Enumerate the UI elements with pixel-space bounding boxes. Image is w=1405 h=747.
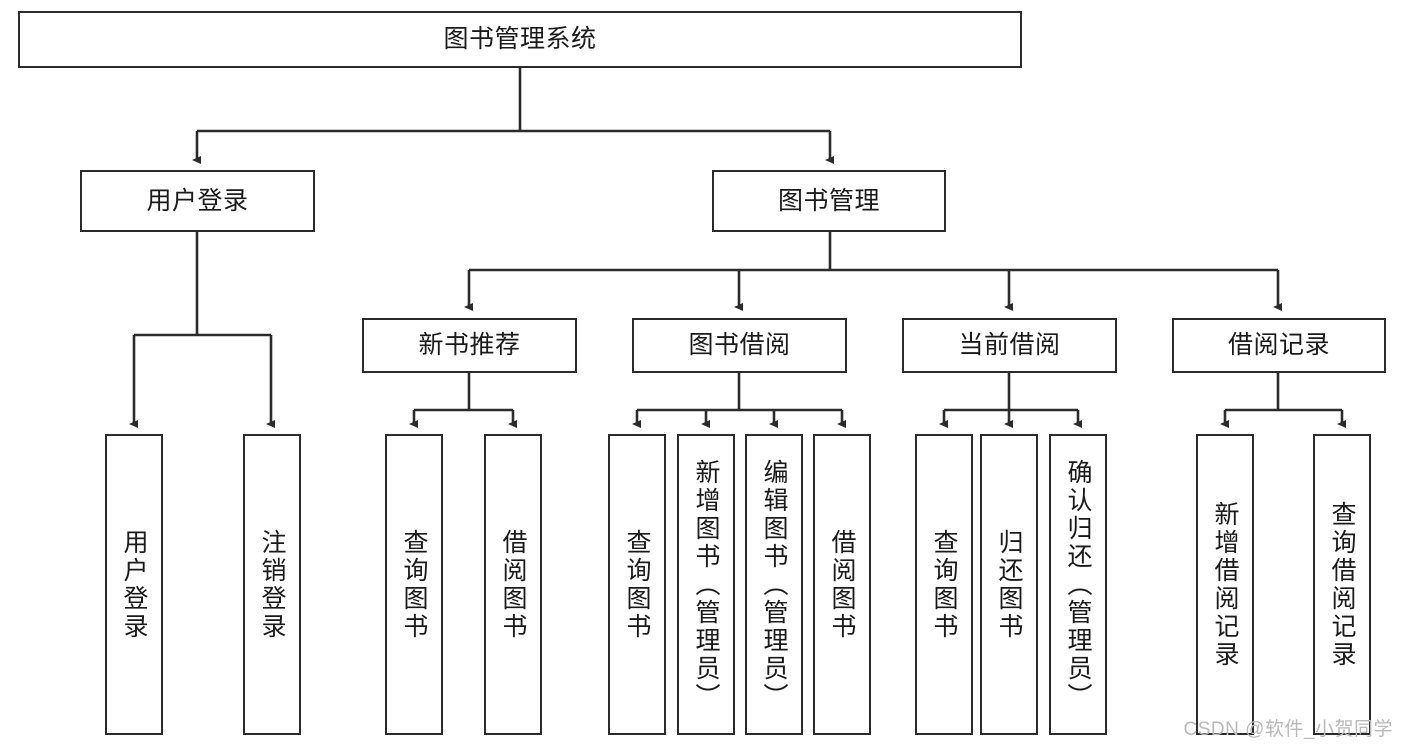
node-label: 新增图书（管理员）	[692, 458, 720, 711]
leaf-logout[interactable]: 注销登录	[243, 434, 301, 735]
csdn-watermark: CSDN @软件_小贺同学	[1183, 719, 1393, 740]
node-new-book-recommendation[interactable]: 新书推荐	[362, 318, 577, 373]
leaf-edit-book-admin[interactable]: 编辑图书（管理员）	[745, 434, 803, 735]
node-label: 归还图书	[995, 528, 1023, 641]
node-label: 注销登录	[258, 528, 286, 641]
node-current-borrowing[interactable]: 当前借阅	[902, 318, 1117, 373]
node-label: 借阅图书	[828, 528, 856, 641]
node-label: 新书推荐	[418, 331, 521, 359]
node-user-login[interactable]: 用户登录	[80, 170, 315, 232]
leaf-query-books-current[interactable]: 查询图书	[915, 434, 973, 735]
node-label: 用户登录	[120, 528, 148, 641]
leaf-query-books-recommendation[interactable]: 查询图书	[385, 434, 443, 735]
node-borrowing-records[interactable]: 借阅记录	[1172, 318, 1386, 373]
node-label: 图书管理	[777, 186, 880, 215]
leaf-borrow-books-borrowing[interactable]: 借阅图书	[813, 434, 871, 735]
node-label: 借阅图书	[499, 528, 527, 641]
node-label: 图书管理系统	[443, 25, 597, 53]
leaf-query-borrowing-record[interactable]: 查询借阅记录	[1313, 434, 1371, 735]
node-label: 查询图书	[400, 528, 428, 641]
leaf-user-login[interactable]: 用户登录	[105, 434, 163, 735]
node-label: 查询图书	[930, 528, 958, 641]
leaf-return-books[interactable]: 归还图书	[980, 434, 1038, 735]
node-label: 查询借阅记录	[1328, 500, 1356, 669]
node-book-borrowing[interactable]: 图书借阅	[632, 318, 847, 373]
node-root-system[interactable]: 图书管理系统	[18, 11, 1022, 68]
node-label: 图书借阅	[688, 331, 791, 359]
leaf-borrow-books-recommendation[interactable]: 借阅图书	[484, 434, 542, 735]
node-label: 当前借阅	[958, 331, 1061, 359]
leaf-query-books-borrowing[interactable]: 查询图书	[608, 434, 666, 735]
node-label: 确认归还（管理员）	[1064, 458, 1092, 711]
node-label: 用户登录	[146, 186, 249, 215]
node-label: 编辑图书（管理员）	[760, 458, 788, 711]
leaf-add-book-admin[interactable]: 新增图书（管理员）	[677, 434, 735, 735]
node-book-management[interactable]: 图书管理	[712, 170, 946, 232]
leaf-confirm-return-admin[interactable]: 确认归还（管理员）	[1049, 434, 1107, 735]
node-label: 借阅记录	[1227, 331, 1330, 359]
leaf-add-borrowing-record[interactable]: 新增借阅记录	[1196, 434, 1254, 735]
node-label: 查询图书	[623, 528, 651, 641]
node-label: 新增借阅记录	[1211, 500, 1239, 669]
